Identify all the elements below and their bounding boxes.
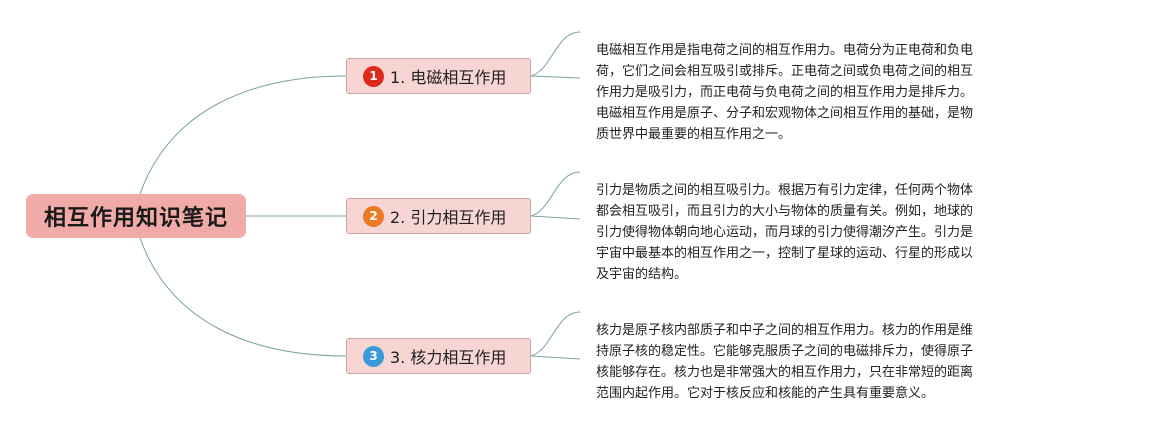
branch-electromagnetic[interactable]: 1 1. 电磁相互作用: [346, 58, 531, 94]
branch-2-detail-connector-lower: [530, 215, 581, 220]
branch-label: 1. 电磁相互作用: [390, 68, 507, 87]
branch-label: 3. 核力相互作用: [390, 348, 507, 367]
description-gravitational: 引力是物质之间的相互吸引力。根据万有引力定律，任何两个物体都会相互吸引，而且引力…: [596, 183, 974, 282]
number-badge-icon: 2: [363, 205, 384, 227]
branch-1-detail-connector-lower: [530, 75, 581, 79]
branch-nuclear[interactable]: 3 3. 核力相互作用: [346, 338, 531, 374]
number-badge-icon: 1: [363, 65, 384, 87]
root-topic-label: 相互作用知识笔记: [43, 206, 228, 231]
root-topic[interactable]: 相互作用知识笔记: [26, 194, 246, 238]
description-nuclear: 核力是原子核内部质子和中子之间的相互作用力。核力的作用是维持原子核的稳定性。它能…: [596, 323, 974, 401]
branch-2-detail-connector: [530, 171, 581, 217]
number-badge-icon: 3: [363, 345, 384, 367]
branch-gravitational[interactable]: 2 2. 引力相互作用: [346, 198, 531, 234]
root-to-branch-1-connector: [139, 75, 347, 195]
branch-label: 2. 引力相互作用: [390, 208, 507, 227]
branch-3-detail-connector-lower: [530, 355, 581, 360]
branch-3-detail-connector: [530, 311, 581, 357]
branch-1-detail-connector: [530, 31, 581, 77]
description-electromagnetic: 电磁相互作用是指电荷之间的相互作用力。电荷分为正电荷和负电荷，它们之间会相互吸引…: [596, 43, 974, 142]
root-to-branch-3-connector: [139, 237, 347, 357]
